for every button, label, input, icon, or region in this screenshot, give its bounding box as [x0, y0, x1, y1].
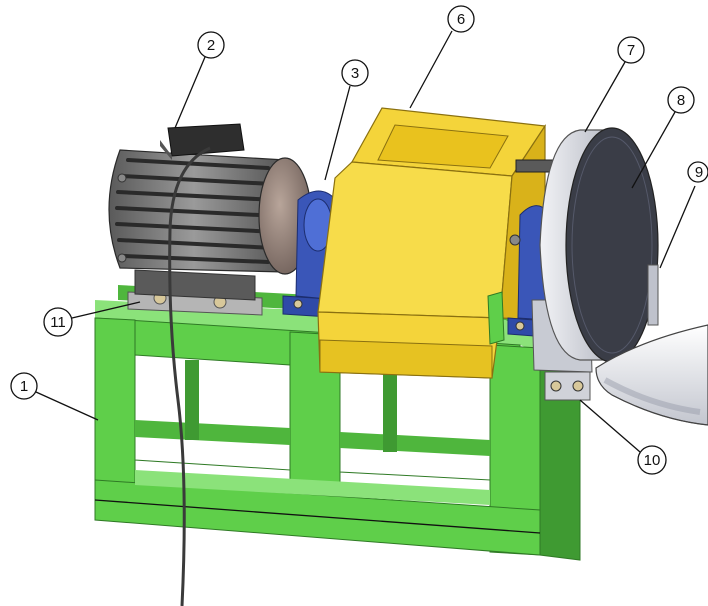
power-cable	[168, 146, 211, 606]
frame-bottom-top-face	[135, 470, 490, 505]
frame-opening-right	[339, 367, 491, 481]
callout-7: 7	[584, 36, 645, 133]
bolt-icon	[515, 321, 525, 331]
motor-terminal-box	[167, 123, 245, 157]
shaft	[515, 159, 555, 173]
callout-1: 1	[10, 372, 99, 421]
bolt-icon	[572, 380, 584, 392]
callout-6: 6	[409, 5, 475, 109]
callout-label: 7	[627, 42, 635, 59]
callout-label: 9	[695, 164, 703, 181]
frame-inner-post-left	[185, 360, 199, 440]
callout-label: 3	[351, 65, 359, 82]
frame-opening-left	[134, 354, 291, 471]
hopper-inlet	[377, 124, 509, 169]
frame-bottom-rail	[94, 479, 541, 556]
callout-label: 11	[50, 314, 66, 331]
callout-8: 8	[631, 86, 695, 189]
callout-label: 10	[644, 452, 661, 469]
disk-mount-block	[544, 371, 591, 401]
support-frame	[94, 285, 581, 561]
hopper-front-face	[317, 161, 513, 319]
hopper-bracket	[487, 291, 505, 345]
callout-label: 8	[677, 92, 685, 109]
frame-inner-beam-right	[340, 432, 490, 456]
motor-cooling-fins	[115, 158, 280, 264]
frame-inner-post-right	[383, 372, 397, 452]
callout-label: 1	[20, 378, 28, 395]
callout-label: 6	[457, 11, 465, 28]
callout-9: 9	[659, 161, 708, 269]
electric-motor	[108, 123, 312, 301]
outlet-chute	[595, 264, 708, 426]
callout-10: 10	[579, 399, 667, 475]
bolt-icon	[293, 299, 303, 309]
callout-11: 11	[43, 301, 141, 337]
bolt-icon	[550, 380, 562, 392]
disk-face	[565, 127, 659, 363]
callout-label: 2	[207, 37, 215, 54]
callout-2: 2	[174, 31, 225, 129]
callout-3: 3	[324, 59, 369, 181]
frame-inner-beam-left	[135, 420, 290, 445]
